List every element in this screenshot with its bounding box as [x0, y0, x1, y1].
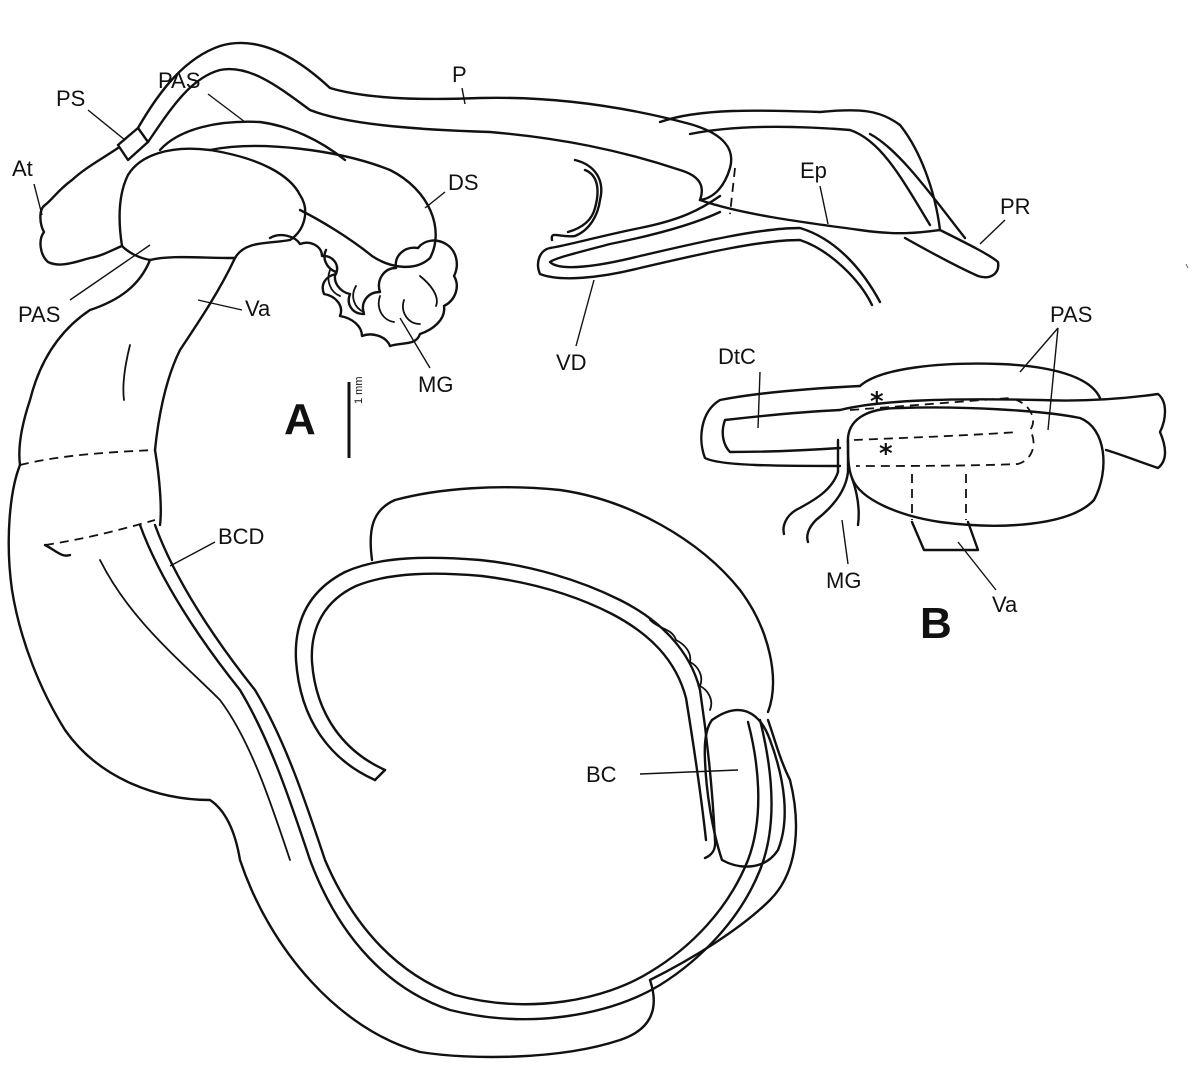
- vagina-inner-mark: [122, 344, 131, 401]
- dart-canal-outer: [700, 384, 862, 468]
- leader-ep: [819, 185, 829, 225]
- bursa-band-dashes: [19, 449, 156, 546]
- leader-dtc: [757, 371, 761, 429]
- leader-pas-lower: [69, 244, 151, 301]
- penial-retractor: [903, 228, 1000, 279]
- mucous-gland-ducts-b: [782, 470, 860, 544]
- figure-b: DtC PAS * * MG Va B: [700, 302, 1167, 648]
- leader-ps: [87, 109, 126, 141]
- penial-accessory-sac: [118, 147, 307, 262]
- vas-deferens-loop: [550, 158, 603, 242]
- leader-pr: [979, 219, 1006, 245]
- label-ps: PS: [56, 86, 85, 111]
- leader-bcd: [169, 541, 216, 567]
- pas-b-dashed-inner: [853, 431, 1019, 441]
- vagina-right: [153, 256, 237, 452]
- bursa-copulatrix: [703, 709, 786, 868]
- pas-b-upper: [838, 392, 1167, 470]
- epiphallus-outer: [658, 109, 942, 232]
- panel-label-a: A: [284, 395, 316, 444]
- atrium-outline: [39, 146, 124, 266]
- leader-va-b: [957, 541, 997, 591]
- label-dtc: DtC: [718, 344, 756, 369]
- penis-tube-outer: [136, 41, 733, 202]
- label-p: P: [452, 62, 467, 87]
- bursa-duct-coils: [649, 619, 713, 711]
- label-vd: VD: [556, 350, 587, 375]
- mucous-glands: [268, 233, 458, 348]
- dart-canal-inner: [721, 408, 842, 454]
- bursa-inner-loop-inner: [310, 572, 708, 842]
- penis-sheath: [116, 126, 150, 162]
- label-bc: BC: [586, 762, 617, 787]
- label-va-b: Va: [992, 592, 1018, 617]
- leader-mg-b: [841, 519, 849, 565]
- label-pas-upper: PAS: [158, 68, 200, 93]
- bursa-inner-loop-outer: [294, 556, 717, 860]
- panel-label-b: B: [920, 599, 952, 648]
- leader-pas-upper: [207, 93, 246, 123]
- epiphallus-lower: [698, 198, 942, 235]
- scale-bar-label: 1 mm: [353, 377, 365, 405]
- leader-mg: [399, 317, 431, 369]
- bursa-duct-outer: [138, 523, 773, 1021]
- vas-deferens-loop-inner: [566, 168, 599, 234]
- pas-b-dashed-canal: [849, 397, 1035, 467]
- bursa-upper-flap: [369, 486, 775, 714]
- vas-deferens-inner: [548, 210, 882, 304]
- asterisk-upper: *: [870, 387, 884, 417]
- epiphallus-inner-1: [688, 125, 932, 227]
- label-pas-b: PAS: [1050, 302, 1092, 327]
- leader-p: [461, 87, 466, 105]
- figure-a: PAS P PS At DS Ep PR PAS Va MG VD BCD BC…: [7, 41, 1031, 1059]
- vagina-left: [18, 258, 152, 467]
- bursa-loop-tip: [373, 768, 387, 782]
- pas-b-body: [846, 406, 1105, 527]
- label-at: At: [12, 156, 33, 181]
- pas-b-body-left-wall: [836, 438, 850, 474]
- label-pr: PR: [1000, 194, 1031, 219]
- leader-pas-b-2: [1047, 327, 1059, 431]
- bursa-duct-inner: [153, 523, 760, 1006]
- leader-at: [33, 183, 43, 216]
- vagina-b: [910, 520, 980, 552]
- leader-ds: [424, 191, 446, 209]
- penial-retractor-inner: [868, 132, 967, 240]
- pas-b-top-arch: [858, 362, 1102, 400]
- label-ep: Ep: [800, 158, 827, 183]
- bursa-duct-lower-wall: [99, 559, 291, 861]
- leader-bc: [639, 769, 739, 775]
- label-bcd: BCD: [218, 524, 264, 549]
- vagina-b-dashed: [911, 474, 967, 520]
- label-va: Va: [245, 296, 271, 321]
- pas-upper-duct: [158, 120, 347, 162]
- label-ds: DS: [448, 170, 479, 195]
- stray-mark: [1185, 263, 1189, 269]
- leader-vd: [575, 279, 595, 347]
- mucous-glands-lobes: [327, 269, 438, 325]
- bursa-tube-band: [43, 448, 162, 557]
- label-mg: MG: [418, 372, 453, 397]
- penis-epiphallus-junction: [729, 167, 736, 215]
- penis-tube-inner: [146, 67, 703, 202]
- bursa-tube-outer: [7, 463, 798, 1059]
- leader-va: [197, 299, 243, 311]
- leader-pas-b-1: [1019, 327, 1059, 373]
- label-mg-b: MG: [826, 568, 861, 593]
- asterisk-lower: *: [879, 439, 893, 469]
- label-pas-lower: PAS: [18, 302, 60, 327]
- vas-deferens-outer: [536, 194, 874, 307]
